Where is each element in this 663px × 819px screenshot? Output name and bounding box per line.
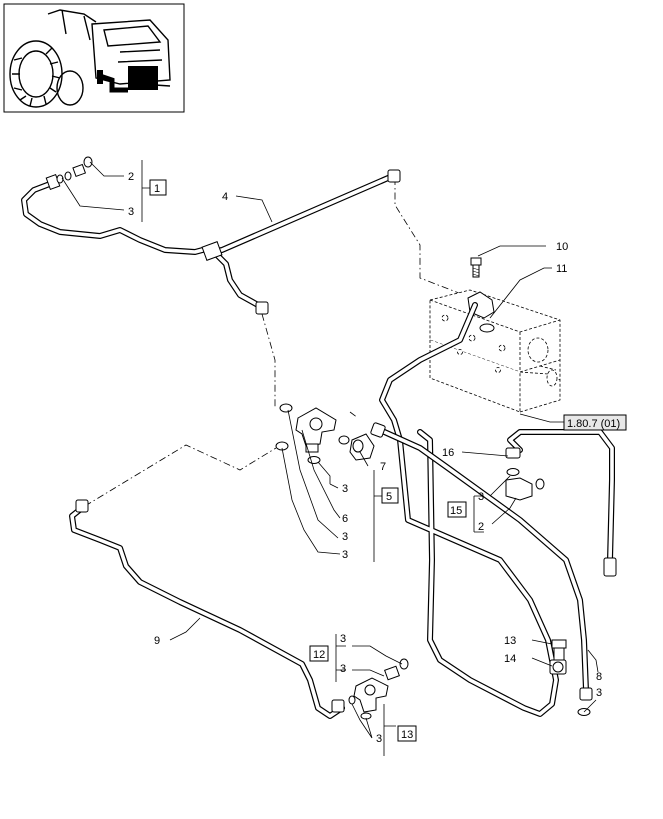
label-2-top: 2 xyxy=(128,171,134,183)
label-6: 6 xyxy=(342,513,348,525)
label-10: 10 xyxy=(556,241,568,253)
label-3-12b: 3 xyxy=(340,663,346,675)
label-1: 1 xyxy=(154,183,160,195)
fitting-13-14 xyxy=(549,639,567,675)
label-15: 15 xyxy=(450,505,462,517)
pipe-16 xyxy=(505,429,617,577)
valve-block xyxy=(429,289,561,413)
label-13-right: 13 xyxy=(504,635,516,647)
label-16: 16 xyxy=(442,447,454,459)
label-12: 12 xyxy=(313,649,325,661)
label-3-right: 3 xyxy=(596,687,602,699)
tee-assembly-13 xyxy=(348,658,409,720)
label-14: 14 xyxy=(504,653,516,665)
pipe-block-return xyxy=(379,302,559,717)
label-3-top: 3 xyxy=(128,206,134,218)
label-8: 8 xyxy=(596,671,602,683)
label-3-5c: 3 xyxy=(342,549,348,561)
label-11: 11 xyxy=(556,263,567,275)
label-2-15: 2 xyxy=(478,521,484,533)
connection-lines xyxy=(84,178,465,507)
tractor-thumbnail xyxy=(3,3,185,113)
label-ref-1-80-7: 1.80.7 (01) xyxy=(567,418,620,430)
label-3-13: 3 xyxy=(376,733,382,745)
label-3-5a: 3 xyxy=(342,483,348,495)
label-9: 9 xyxy=(154,635,160,647)
pipe-4 xyxy=(21,156,401,315)
label-3-12a: 3 xyxy=(340,633,346,645)
leader-lines xyxy=(61,160,599,756)
label-3-5b: 3 xyxy=(342,531,348,543)
tee-assembly-5 xyxy=(275,403,375,464)
label-5: 5 xyxy=(386,491,392,503)
label-3-15: 3 xyxy=(478,491,484,503)
pipe-9 xyxy=(69,499,345,719)
callout-boxes xyxy=(149,179,627,742)
pipe-8 xyxy=(370,422,593,716)
label-13-box: 13 xyxy=(401,729,413,741)
label-7: 7 xyxy=(380,461,386,473)
label-4: 4 xyxy=(222,191,228,203)
callout-labels: 1 2 3 4 10 11 1.80.7 (01) 16 3 15 2 7 3 … xyxy=(128,171,620,745)
